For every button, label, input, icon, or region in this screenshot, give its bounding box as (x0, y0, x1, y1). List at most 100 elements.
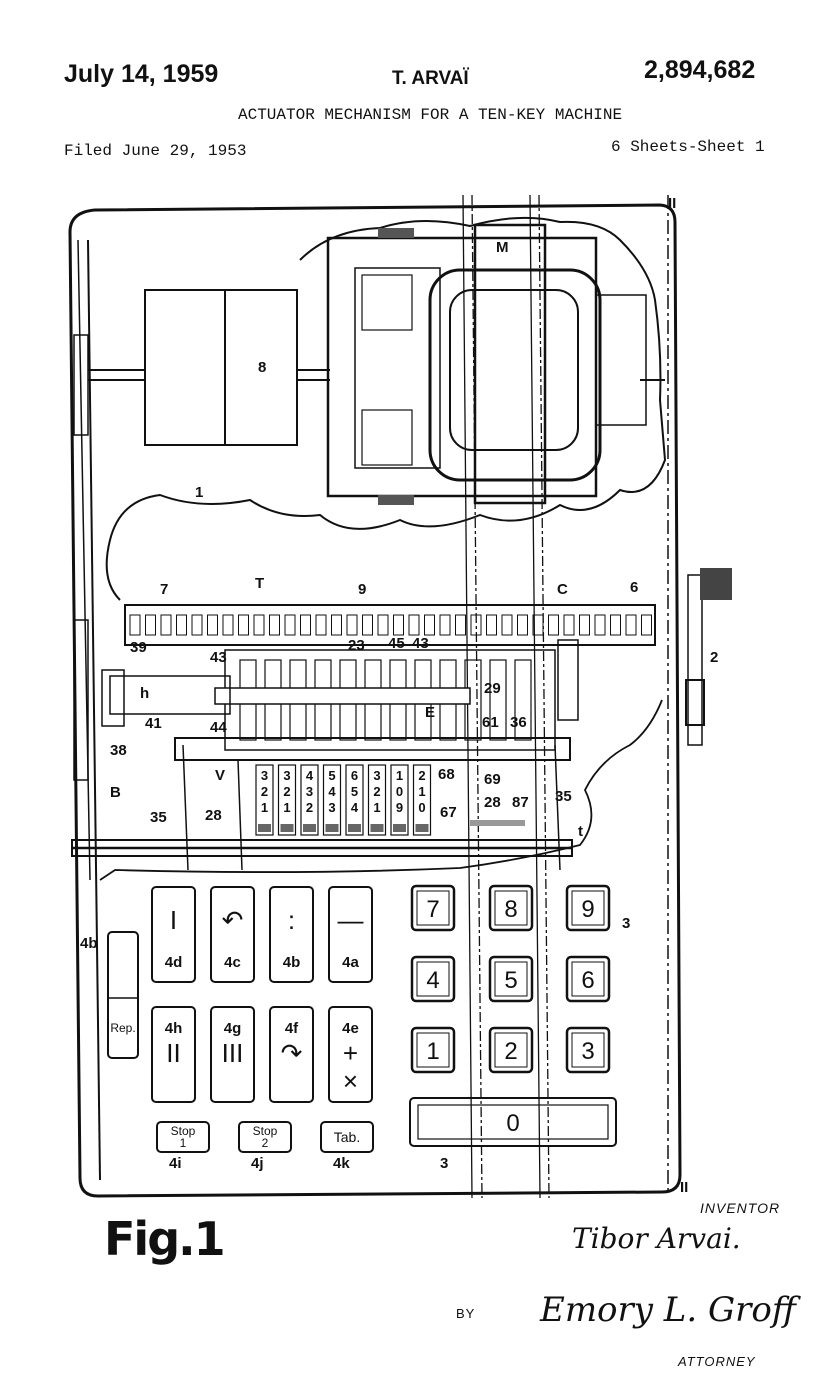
sheet-count: 6 Sheets-Sheet 1 (611, 138, 765, 156)
counter-column (412, 764, 432, 836)
counter-digit: 2 (418, 768, 425, 783)
left-gear-block (73, 334, 89, 436)
number-key-inner (494, 1032, 528, 1068)
function-key-label: 4d (165, 954, 183, 971)
label-V: V (215, 767, 225, 784)
counter-digit: 5 (328, 768, 335, 783)
cutaway-edge-top (105, 216, 667, 601)
shaft-36 (174, 737, 571, 761)
register-wheel (563, 614, 575, 636)
inventor-header: T. ARVAÏ (392, 68, 469, 89)
register-wheel (393, 614, 404, 636)
bottom-key-label: 4k (333, 1155, 350, 1172)
pawl-87 (470, 820, 525, 826)
number-key-inner (416, 1032, 450, 1068)
register-wheel (610, 614, 621, 636)
register-wheel (315, 614, 327, 636)
number-key-digit-0: 0 (506, 1110, 519, 1137)
counter-digit: 1 (261, 800, 268, 815)
rod-35-left (182, 744, 189, 871)
section-track-1b (471, 194, 483, 1199)
bottom-key-4k: Tab.4k (320, 1121, 374, 1172)
label-side-4b: 4b (80, 935, 98, 952)
number-key-outline (565, 884, 611, 932)
motor-ring-outer (428, 268, 602, 482)
counter-digit: 2 (306, 800, 313, 815)
rep-key-outline (107, 931, 139, 1059)
label-38: 38 (110, 742, 127, 759)
register-wheel (470, 614, 482, 636)
number-key-3: 3 (565, 1026, 611, 1074)
inventor-caption: INVENTOR (700, 1200, 781, 1216)
register-wheel (377, 614, 389, 636)
counter-digit: 9 (396, 800, 403, 815)
counter-digit: 4 (328, 784, 336, 799)
function-key-outline (328, 1006, 373, 1103)
counter-foot (325, 824, 339, 832)
number-key-1: 1 (410, 1026, 456, 1074)
carriage-gear-right (557, 639, 579, 721)
counter-digit: 3 (306, 784, 313, 799)
label-43-left: 43 (210, 649, 227, 666)
counter-foot (348, 824, 361, 832)
motor-coil-bottom (361, 409, 413, 466)
function-key-symbol: ↷ (281, 1038, 303, 1068)
part-8-right-block (224, 289, 298, 446)
function-key-label: 4h (165, 1020, 183, 1037)
counter-digit: 6 (351, 768, 358, 783)
function-key-label: 4g (224, 1020, 242, 1037)
label-39: 39 (130, 639, 147, 656)
function-key-outline (151, 1006, 196, 1103)
register-wheel (207, 614, 218, 636)
patent-date: July 14, 1959 (64, 60, 219, 88)
register-wheel (253, 614, 265, 636)
counter-digit: 3 (283, 768, 290, 783)
number-key-digit: 3 (581, 1038, 594, 1065)
label-28-left: 28 (205, 807, 222, 824)
crank-hub (685, 679, 705, 726)
function-key-label: 4a (342, 954, 359, 971)
counter-foot (303, 824, 316, 832)
register-wheel (455, 614, 466, 636)
bottom-key-label: 4i (169, 1155, 182, 1172)
motor-armature (473, 223, 547, 505)
number-key-outline (410, 955, 456, 1003)
function-key-symbol: — (338, 905, 364, 935)
motor-ring-inner (449, 289, 579, 451)
register-wheel (176, 614, 187, 636)
label-44: 44 (210, 719, 227, 736)
register-wheel (486, 614, 497, 636)
label-35-right: 35 (555, 788, 572, 805)
rod-28 (237, 759, 243, 871)
label-9: 9 (358, 581, 366, 598)
bottom-key-text: 1 (180, 1136, 187, 1150)
counter-column (322, 764, 342, 836)
register-wheel (594, 614, 606, 636)
motor-right-gear (595, 294, 647, 426)
counter-column (300, 764, 319, 836)
register-wheel (145, 614, 156, 636)
lever-assembly-41 (109, 675, 231, 715)
bottom-key-label: 4j (251, 1155, 264, 1172)
number-key-inner (494, 890, 528, 926)
function-key-outline (328, 886, 373, 983)
register-wheel (362, 614, 373, 636)
label-61: 61 (482, 714, 499, 731)
number-key-outline (565, 955, 611, 1003)
number-key-inner (571, 1032, 605, 1068)
counter-column (345, 764, 364, 836)
section-mark-top: II (668, 195, 676, 212)
label-1: 1 (195, 484, 203, 501)
counter-digit: 0 (418, 800, 425, 815)
number-key-inner (494, 961, 528, 997)
label-2: 2 (710, 649, 718, 666)
number-key-outline (488, 955, 534, 1003)
bottom-key-outline (156, 1121, 210, 1153)
number-key-outline (410, 1026, 456, 1074)
function-key-4b: :4b (269, 886, 314, 983)
register-wheel (284, 614, 296, 636)
